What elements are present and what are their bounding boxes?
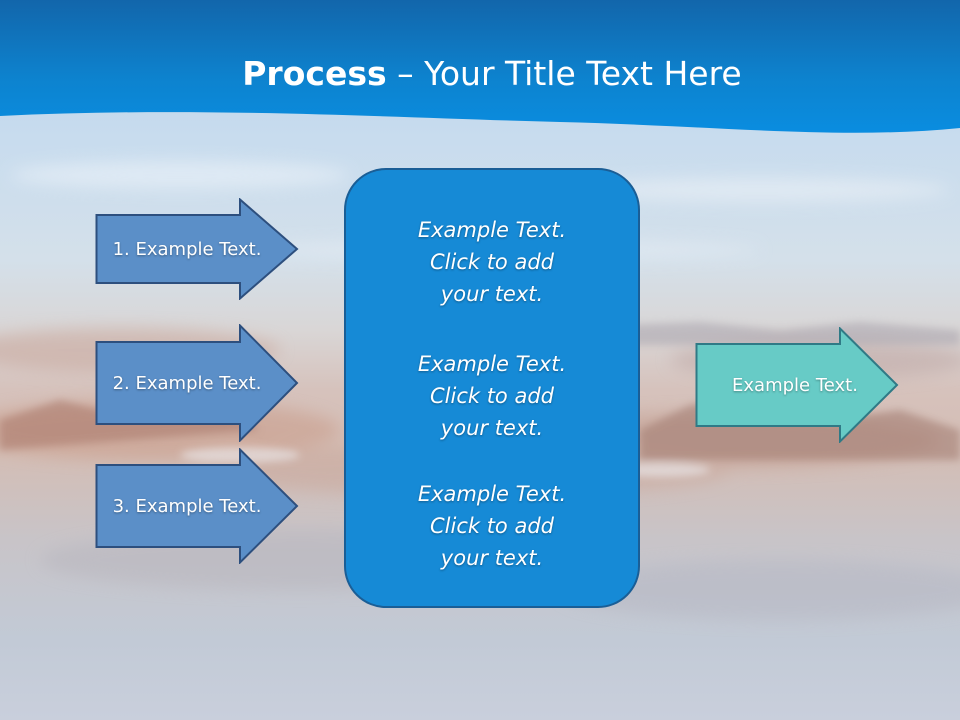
title-bold: Process <box>242 54 387 93</box>
paragraph-line: your text. <box>440 282 544 306</box>
paragraph-line: your text. <box>440 416 544 440</box>
arrow-shape <box>695 327 899 443</box>
title-rest: – Your Title Text Here <box>386 54 742 93</box>
process-paragraph: Example Text. Click to add your text. <box>346 214 638 310</box>
input-arrow-2[interactable]: 2. Example Text. <box>95 324 299 442</box>
input-arrow-1[interactable]: 1. Example Text. <box>95 198 299 300</box>
paragraph-line: Example Text. <box>417 482 567 506</box>
paragraph-line: Example Text. <box>417 352 567 376</box>
process-paragraph: Example Text. Click to add your text. <box>346 348 638 444</box>
title-banner <box>0 0 960 133</box>
output-arrow-label: Example Text. <box>732 374 858 396</box>
process-box[interactable]: Example Text. Click to add your text. Ex… <box>344 168 640 608</box>
paragraph-line: Click to add <box>429 514 554 538</box>
input-arrow-label: 1. Example Text. <box>112 238 262 260</box>
arrow-shape <box>95 324 299 442</box>
process-paragraph: Example Text. Click to add your text. <box>346 478 638 574</box>
input-arrow-label: 3. Example Text. <box>112 495 262 517</box>
input-arrow-label: 2. Example Text. <box>112 372 262 394</box>
paragraph-line: your text. <box>440 546 544 570</box>
output-arrow[interactable]: Example Text. <box>695 327 899 443</box>
paragraph-line: Example Text. <box>417 218 567 242</box>
slide-title: Process – Your Title Text Here <box>0 54 960 94</box>
arrow-shape <box>95 448 299 564</box>
paragraph-line: Click to add <box>429 384 554 408</box>
arrow-shape <box>95 198 299 300</box>
input-arrow-3[interactable]: 3. Example Text. <box>95 448 299 564</box>
paragraph-line: Click to add <box>429 250 554 274</box>
